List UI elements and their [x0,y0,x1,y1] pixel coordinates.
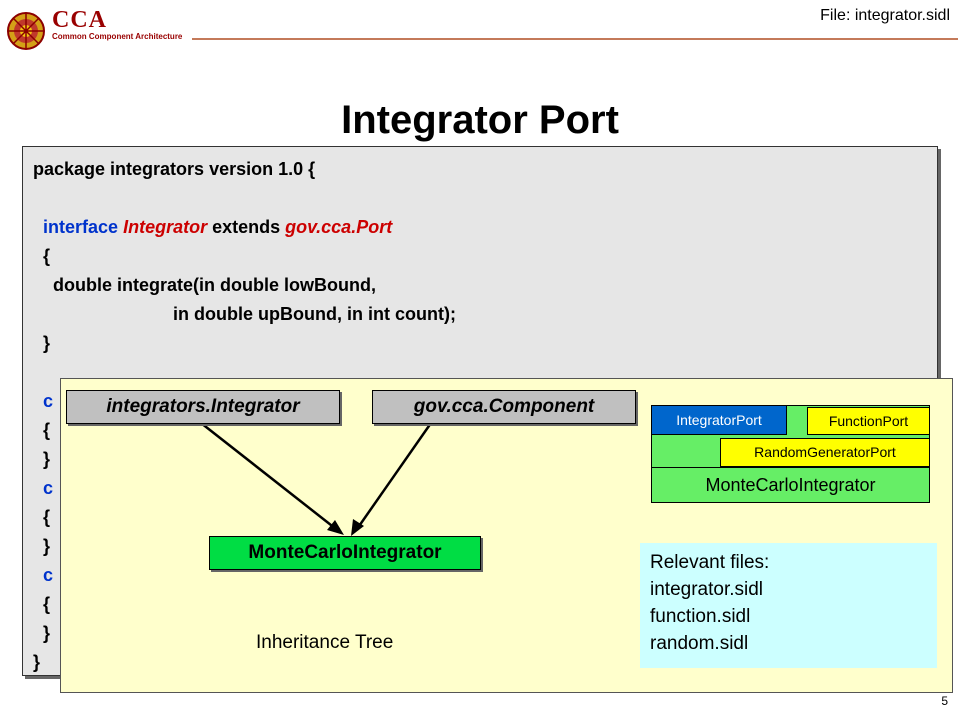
code-hidden-c: c [43,478,54,498]
class-monte-carlo-integrator: MonteCarloIntegrator [209,536,481,570]
inheritance-arrows [200,422,433,536]
inheritance-diagram-panel: integrators.Integrator gov.cca.Component… [60,378,953,693]
file-label: File: integrator.sidl [820,7,950,24]
brand-subtitle: Common Component Architecture [52,32,183,41]
slide-title: Integrator Port [341,98,619,142]
code-extends-kw: extends [212,217,281,237]
code-brace: { [43,420,51,440]
function-port-box: FunctionPort [807,407,930,435]
brand-name: CCA [52,7,107,33]
code-close-brace: } [43,333,51,353]
relevant-file-item: function.sidl [650,606,751,627]
relevant-file-item: integrator.sidl [650,579,764,600]
code-brace: } [43,536,51,556]
relevant-file-item: random.sidl [650,633,749,654]
class-integrators-integrator: integrators.Integrator [66,390,340,424]
random-generator-port-box: RandomGeneratorPort [720,438,930,467]
code-open-brace: { [43,246,51,266]
code-brace: } [43,623,51,643]
header-divider [192,38,958,40]
code-hidden-c: c [43,565,54,585]
relevant-files-heading: Relevant files: [650,552,770,573]
code-method-line2: in double upBound, in int count); [173,304,456,324]
code-extends-name: gov.cca.Port [285,217,393,237]
code-brace: } [43,449,51,469]
integrator-port-box: IntegratorPort [651,405,787,435]
code-hidden-c: c [43,391,54,411]
inheritance-tree-label: Inheritance Tree [256,632,394,653]
code-method-line1: double integrate(in double lowBound, [53,275,376,295]
code-interface-kw: interface [43,217,119,237]
page-number: 5 [941,694,948,708]
class-gov-cca-component: gov.cca.Component [372,390,636,424]
sidl-code: package integrators version 1.0 { interf… [33,155,456,677]
code-interface-name: Integrator [123,217,208,237]
code-final-brace: } [33,652,41,672]
cca-logo-icon [7,12,45,50]
code-brace: { [43,594,51,614]
code-package-line: package integrators version 1.0 { [33,159,316,179]
monte-carlo-component-label: MonteCarloIntegrator [651,467,930,503]
component-port-diagram: IntegratorPort FunctionPort RandomGenera… [651,405,930,503]
code-brace: { [43,507,51,527]
relevant-files-box: Relevant files: integrator.sidl function… [640,543,937,668]
